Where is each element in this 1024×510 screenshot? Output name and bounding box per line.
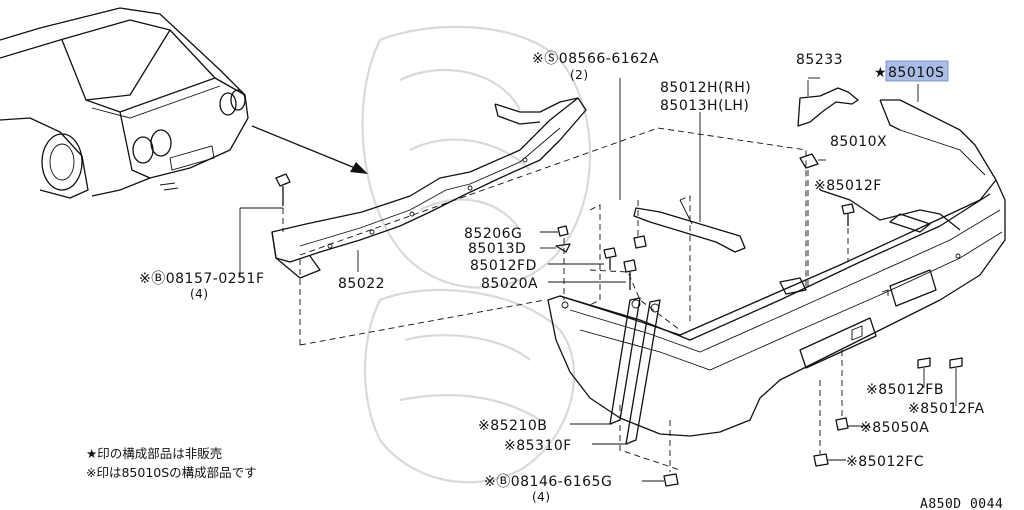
label-85013D[interactable]: 85013D [468, 241, 526, 257]
stays [570, 297, 681, 471]
qty-08566: (2) [570, 68, 589, 82]
label-85050A[interactable]: ※85050A [860, 420, 929, 436]
fasteners-center [540, 78, 647, 300]
label-08146-6165G[interactable]: ※Ⓑ08146-6165G [484, 474, 612, 490]
label-85012FD[interactable]: 85012FD [470, 258, 537, 274]
label-85012H-RH[interactable]: 85012H(RH) [660, 80, 751, 96]
label-85310F[interactable]: ※85310F [504, 438, 572, 454]
qty-08157: (4) [190, 287, 209, 301]
note-component-of: ※印は85010Sの構成部品です [86, 465, 257, 480]
direction-arrow [251, 125, 368, 174]
bracket-85233 [797, 77, 859, 127]
bumper-fascia [547, 99, 1006, 437]
label-85010X[interactable]: 85010X [830, 134, 887, 150]
car-rear-view [0, 7, 249, 199]
label-85012F[interactable]: ※85012F [814, 178, 882, 194]
reinforcement-outline-low [299, 299, 546, 346]
reinforcement-outline [299, 127, 807, 345]
label-08566-6162A[interactable]: ※Ⓢ08566-6162A [532, 51, 659, 67]
label-85010S[interactable]: 85010S [888, 65, 944, 81]
label-85020A[interactable]: 85020A [481, 276, 538, 292]
bolt-08146 [642, 420, 679, 487]
label-85233[interactable]: 85233 [796, 52, 843, 68]
bumper-reinforcement [271, 97, 587, 279]
highlight-85010S [885, 60, 949, 82]
label-85012FB[interactable]: ※85012FB [866, 382, 944, 398]
bolt-08157 [239, 173, 291, 276]
screw-85012F [841, 203, 855, 262]
star-mark-85010S: ★ [874, 65, 887, 81]
clip-85010X [799, 153, 826, 290]
qty-08146: (4) [532, 490, 551, 504]
label-85012FA[interactable]: ※85012FA [908, 401, 985, 417]
label-08157-0251F[interactable]: ※Ⓑ08157-0251F [139, 271, 265, 287]
diagram-code: A850D 0044 [920, 497, 1003, 510]
note-not-for-sale: ★印の構成部品は非販売 [86, 446, 222, 461]
watermark-emblem [361, 25, 591, 484]
side-brackets [589, 195, 746, 331]
label-85206G[interactable]: 85206G [464, 226, 522, 242]
label-85013H-LH[interactable]: 85013H(LH) [660, 98, 749, 114]
fasteners-right [813, 350, 963, 467]
label-85210B[interactable]: ※85210B [478, 418, 547, 434]
label-85012FC[interactable]: ※85012FC [846, 454, 924, 470]
label-85022[interactable]: 85022 [338, 276, 385, 292]
